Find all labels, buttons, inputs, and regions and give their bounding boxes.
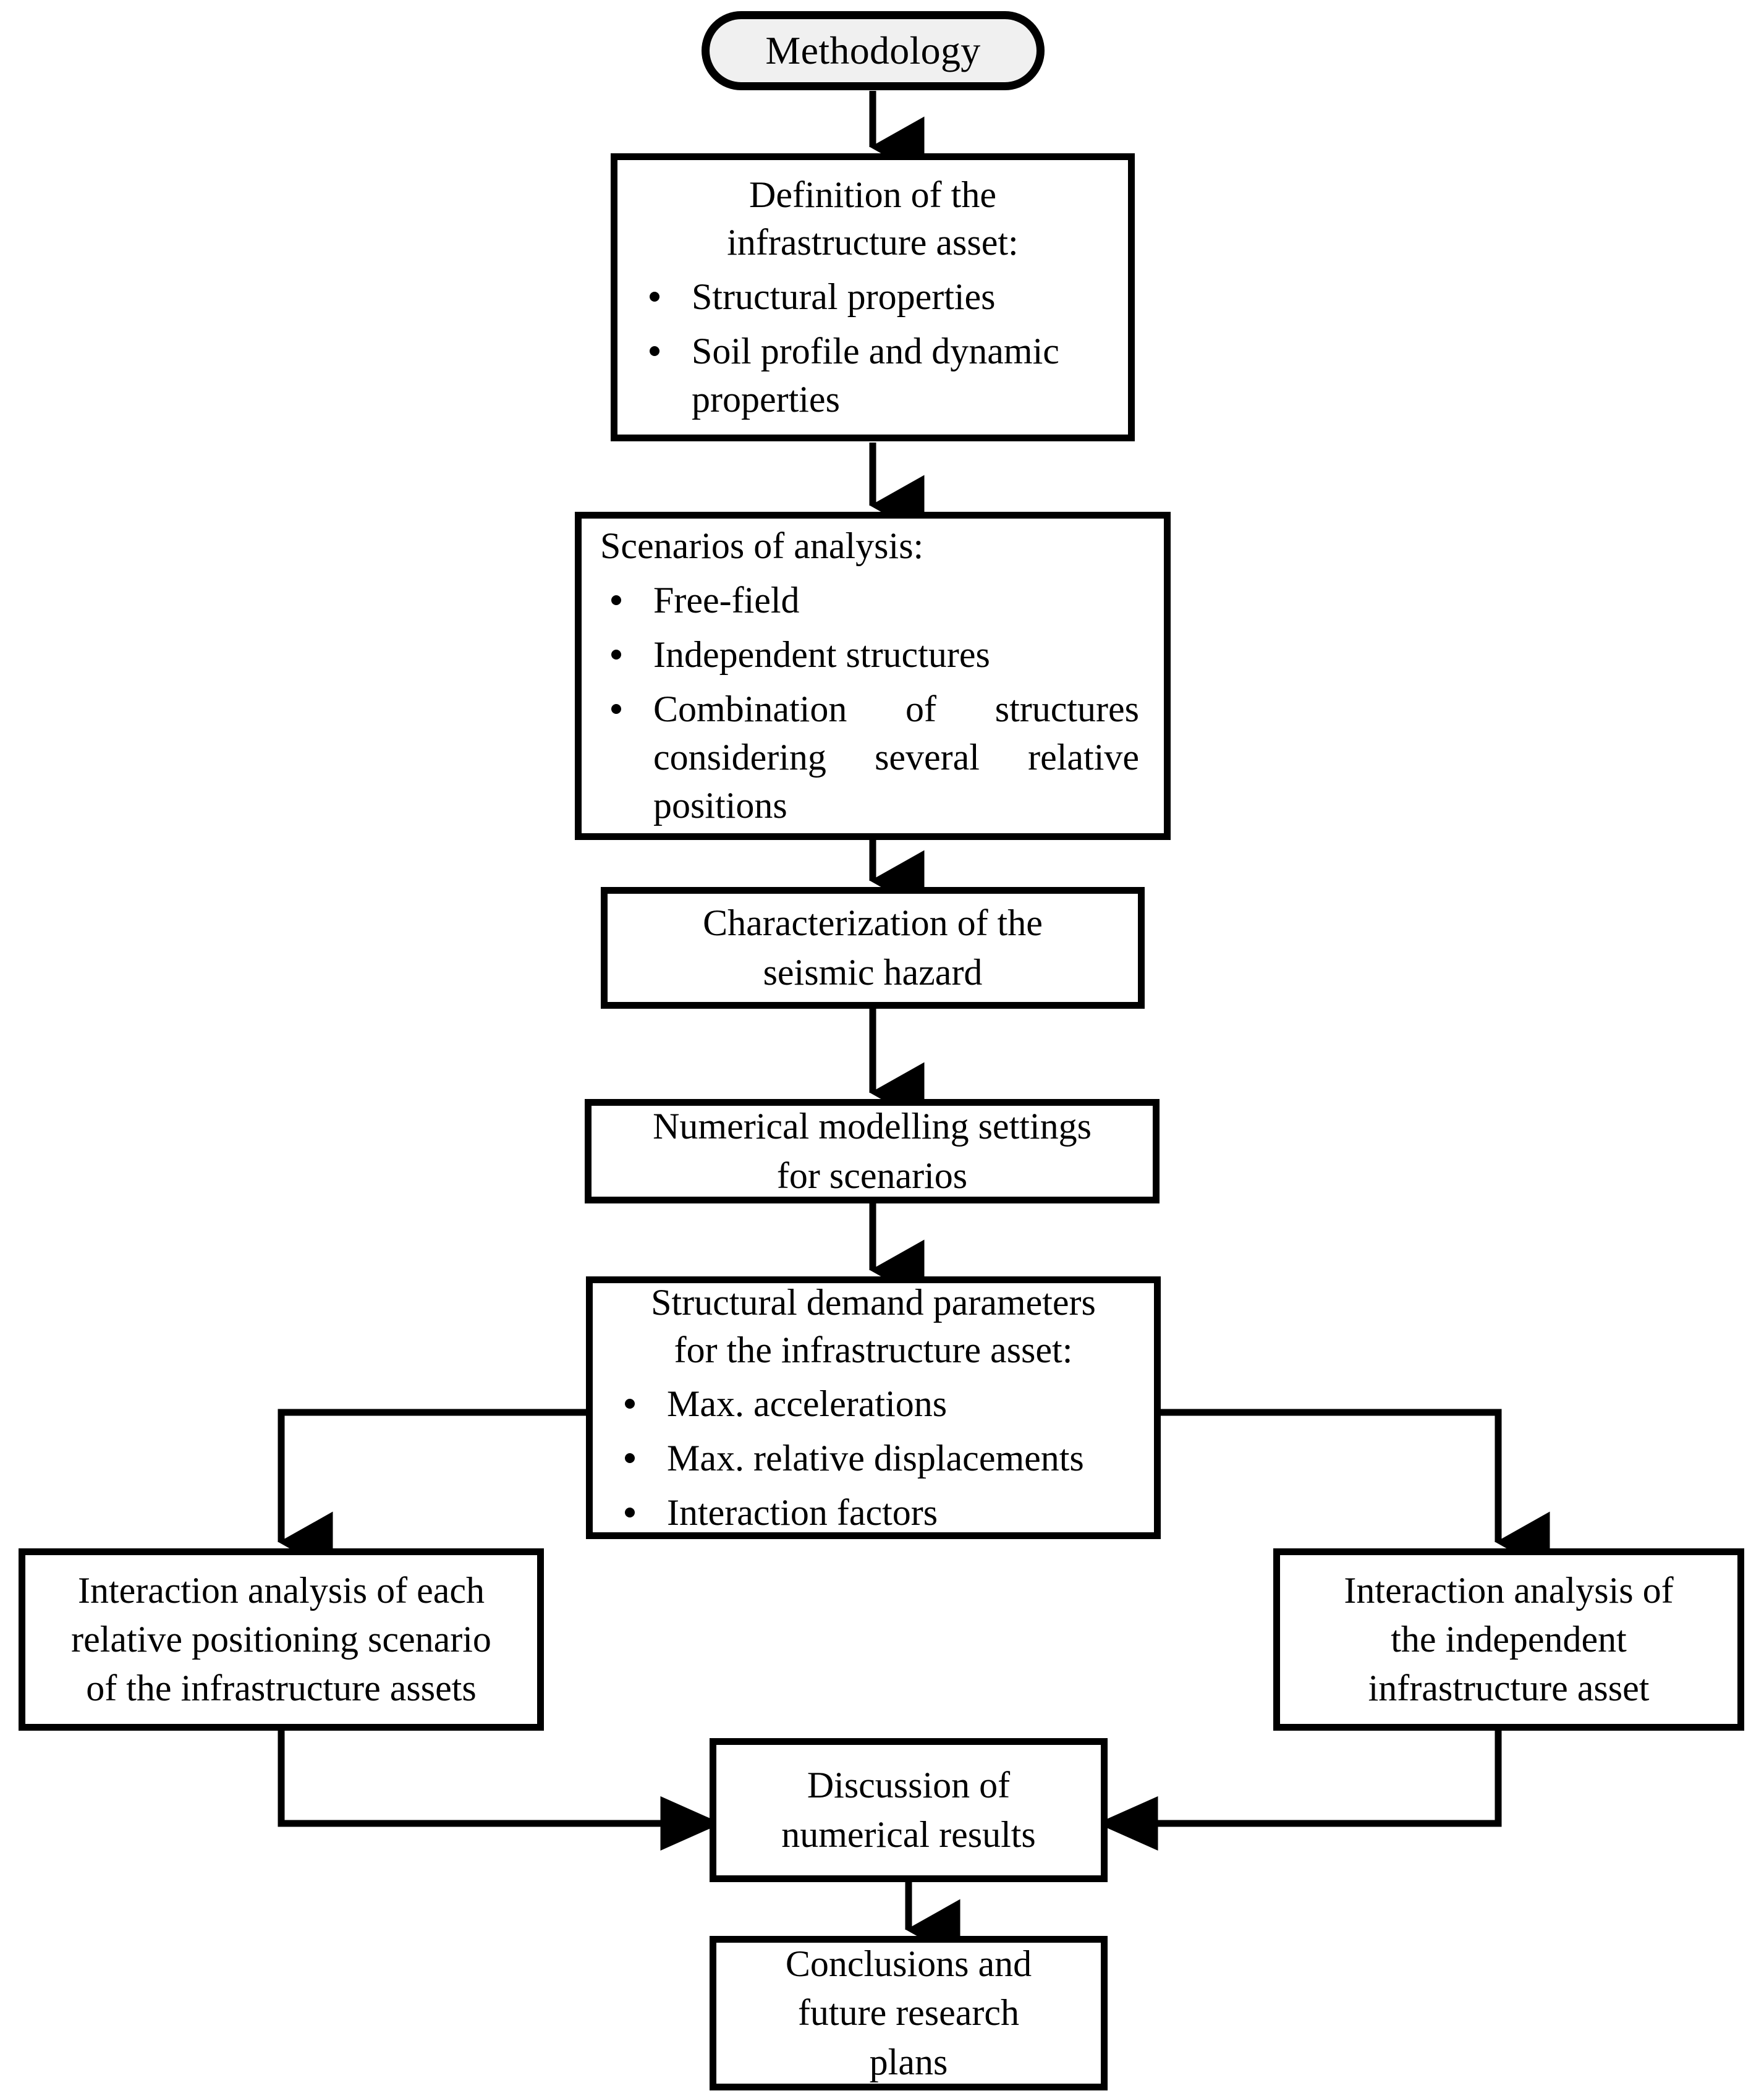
node-definition-bullet-list: Structural properties Soil profile and d… (638, 266, 1107, 423)
node-demand-bullet-label: Max. accelerations (667, 1383, 948, 1425)
node-definition-bullet-label: Structural properties (692, 276, 996, 317)
node-interaction-independent-line3: infrastructure asset (1368, 1668, 1650, 1709)
node-demand-heading-line2: for the infrastructure asset: (674, 1329, 1073, 1370)
node-demand-bullet-item: Interaction factors (614, 1488, 1133, 1537)
bullet-dot-icon (625, 1399, 635, 1409)
node-interaction-independent-line1: Interaction analysis of (1344, 1569, 1674, 1611)
node-definition-bullet-item: Soil profile and dynamic properties (638, 327, 1107, 423)
node-scenarios-bullet-label: Free-field (653, 579, 800, 621)
node-interaction-each-line3: of the infrastructure assets (86, 1668, 477, 1709)
node-interaction-each-line1: Interaction analysis of each (77, 1569, 485, 1611)
bullet-dot-icon (650, 291, 659, 302)
node-definition-heading-line1: Definition of the (749, 174, 996, 216)
node-discussion[interactable]: Discussion of numerical results (710, 1738, 1108, 1882)
node-modelling-line2: for scenarios (776, 1155, 968, 1196)
bullet-dot-icon (625, 1508, 635, 1518)
node-scenarios-bullet-item: Independent structures (600, 630, 1139, 679)
node-scenarios-heading: Scenarios of analysis: (600, 525, 924, 567)
node-discussion-line1: Discussion of (807, 1765, 1011, 1806)
node-interaction-each-line2: relative positioning scenario (71, 1618, 491, 1660)
node-interaction-independent-line2: the independent (1391, 1618, 1627, 1660)
bullet-dot-icon (611, 595, 621, 606)
node-conclusions-line3: plans (869, 2041, 948, 2082)
node-conclusions-line2: future research (797, 1992, 1020, 2034)
node-definition-bullet-label: Soil profile and dynamic properties (692, 330, 1059, 420)
node-interaction-each[interactable]: Interaction analysis of each relative po… (19, 1548, 544, 1731)
node-scenarios-bullet-item: Combination of structures considering se… (600, 685, 1139, 829)
node-demand-bullet-label: Max. relative displacements (667, 1438, 1084, 1479)
node-demand-bullet-item: Max. relative displacements (614, 1434, 1133, 1482)
node-definition-heading-line2: infrastructure asset: (727, 222, 1019, 263)
node-scenarios[interactable]: Scenarios of analysis: Free-field Indepe… (575, 512, 1171, 840)
node-definition-bullet-item: Structural properties (638, 273, 1107, 321)
node-conclusions-line1: Conclusions and (785, 1943, 1032, 1985)
node-hazard-line1: Characterization of the (703, 902, 1043, 944)
node-start[interactable]: Methodology (702, 11, 1045, 90)
edge-demand-to-interaction-each (278, 1409, 587, 1573)
bullet-dot-icon (625, 1453, 635, 1464)
node-modelling[interactable]: Numerical modelling settings for scenari… (585, 1099, 1160, 1203)
node-scenarios-bullet-item: Free-field (600, 576, 1139, 624)
node-hazard[interactable]: Characterization of the seismic hazard (601, 887, 1145, 1009)
node-start-label: Methodology (765, 28, 981, 73)
edge-demand-to-interaction-independent (1160, 1409, 1550, 1573)
node-conclusions[interactable]: Conclusions and future research plans (710, 1936, 1108, 2090)
edge-interaction-independent-to-discussion (1096, 1731, 1502, 1851)
node-demand-bullet-label: Interaction factors (667, 1492, 938, 1534)
node-demand-heading-line1: Structural demand parameters (651, 1281, 1096, 1323)
node-demand[interactable]: Structural demand parameters for the inf… (586, 1276, 1161, 1539)
node-demand-bullet-item: Max. accelerations (614, 1380, 1133, 1428)
node-discussion-line2: numerical results (781, 1814, 1036, 1855)
bullet-dot-icon (650, 346, 659, 356)
node-modelling-line1: Numerical modelling settings (653, 1106, 1092, 1147)
edge-interaction-each-to-discussion (278, 1731, 722, 1851)
node-scenarios-bullet-label: Independent structures (653, 634, 990, 675)
node-interaction-independent[interactable]: Interaction analysis of the independent … (1273, 1548, 1744, 1731)
bullet-dot-icon (611, 650, 621, 660)
node-definition[interactable]: Definition of the infrastructure asset: … (611, 153, 1135, 441)
node-scenarios-bullet-list: Free-field Independent structures Combin… (600, 570, 1139, 829)
bullet-dot-icon (611, 704, 621, 715)
node-hazard-line2: seismic hazard (763, 951, 983, 993)
node-scenarios-bullet-label: Combination of structures considering se… (653, 688, 1139, 826)
node-demand-bullet-list: Max. accelerations Max. relative displac… (614, 1373, 1133, 1537)
